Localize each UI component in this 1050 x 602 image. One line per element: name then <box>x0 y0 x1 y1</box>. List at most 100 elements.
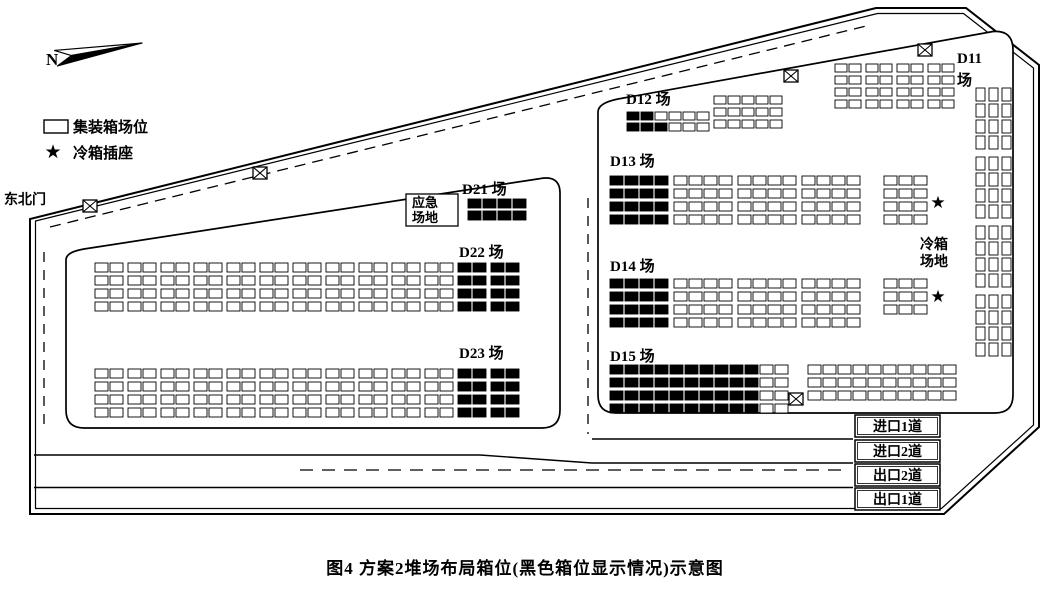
container-slot-empty <box>340 381 355 392</box>
container-slot-occupied <box>609 377 624 388</box>
container-slot-empty <box>816 278 831 289</box>
container-slot-occupied <box>609 278 624 289</box>
container-slot-empty <box>897 377 912 388</box>
container-slot-empty <box>801 304 816 315</box>
container-slot-occupied <box>457 407 472 418</box>
container-slot-empty <box>867 377 882 388</box>
container-slot-occupied <box>609 214 624 225</box>
container-slot-occupied <box>609 188 624 199</box>
container-slot-empty <box>975 204 986 219</box>
container-slot-occupied <box>654 291 669 302</box>
container-slot-empty <box>241 381 256 392</box>
container-slot-empty <box>782 214 797 225</box>
container-slot-occupied <box>624 377 639 388</box>
container-slot-empty <box>175 381 190 392</box>
label-d22: D22 场 <box>459 244 504 261</box>
container-slot-empty <box>988 342 999 357</box>
container-slot-empty <box>142 381 157 392</box>
container-slot-empty <box>852 390 867 401</box>
container-slot-occupied <box>654 201 669 212</box>
container-slot-occupied <box>472 262 487 273</box>
container-slot-empty <box>737 201 752 212</box>
lane-box-inner <box>857 417 938 435</box>
container-slot-empty <box>439 262 454 273</box>
container-slot-empty <box>883 188 898 199</box>
container-slot-empty <box>898 175 913 186</box>
container-slot-empty <box>883 201 898 212</box>
emergency-area-box <box>405 193 459 227</box>
container-slot-empty <box>896 87 910 97</box>
container-slot-empty <box>208 381 223 392</box>
container-slot-empty <box>879 99 893 109</box>
container-slot-empty <box>688 278 703 289</box>
container-slot-occupied <box>744 364 759 375</box>
container-slot-empty <box>424 262 439 273</box>
container-slot-empty <box>406 288 421 299</box>
container-slot-empty <box>358 394 373 405</box>
container-slot-empty <box>865 99 879 109</box>
container-slot-empty <box>816 304 831 315</box>
container-slot-empty <box>883 214 898 225</box>
container-slot-empty <box>193 262 208 273</box>
container-slot-occupied <box>639 188 654 199</box>
container-slot-empty <box>673 278 688 289</box>
container-slot-empty <box>424 394 439 405</box>
container-slot-empty <box>822 377 837 388</box>
container-slot-occupied <box>654 377 669 388</box>
container-slot-empty <box>142 394 157 405</box>
container-slot-empty <box>898 214 913 225</box>
container-slot-empty <box>358 275 373 286</box>
container-slot-empty <box>848 87 862 97</box>
container-slot-empty <box>831 214 846 225</box>
crossed-box-marker-road <box>252 166 268 180</box>
container-slot-occupied <box>714 377 729 388</box>
lane-label: 进口1道 <box>873 418 922 435</box>
container-slot-empty <box>340 407 355 418</box>
container-slot-occupied <box>624 364 639 375</box>
container-slot-empty <box>1001 172 1012 187</box>
container-slot-empty <box>127 301 142 312</box>
container-slot-occupied <box>684 403 699 414</box>
container-slot-empty <box>241 288 256 299</box>
container-slot-empty <box>703 291 718 302</box>
container-slot-empty <box>975 294 986 309</box>
container-slot-empty <box>910 63 924 73</box>
container-slot-empty <box>193 275 208 286</box>
container-slot-occupied <box>639 278 654 289</box>
container-slot-empty <box>226 275 241 286</box>
container-slot-empty <box>406 275 421 286</box>
container-slot-empty <box>127 262 142 273</box>
container-slot-empty <box>406 381 421 392</box>
reefer-socket-star-icon: ★ <box>930 287 945 307</box>
container-slot-empty <box>668 111 682 121</box>
container-slot-occupied <box>699 390 714 401</box>
container-slot-occupied <box>472 275 487 286</box>
container-slot-empty <box>439 301 454 312</box>
container-slot-empty <box>774 403 789 414</box>
container-slot-occupied <box>505 394 520 405</box>
lane-box <box>854 414 941 438</box>
container-slot-empty <box>391 262 406 273</box>
container-slot-empty <box>175 301 190 312</box>
slot-grid-d12-mid <box>713 95 783 129</box>
crossed-box-marker-d12 <box>783 69 799 83</box>
container-slot-empty <box>727 95 741 105</box>
container-slot-occupied <box>609 175 624 186</box>
slot-grid-d12-left <box>626 111 710 132</box>
container-slot-empty <box>703 304 718 315</box>
container-slot-empty <box>912 364 927 375</box>
container-slot-empty <box>782 317 797 328</box>
container-slot-empty <box>816 188 831 199</box>
slot-grid-d14-main <box>609 278 861 328</box>
container-slot-empty <box>782 291 797 302</box>
container-slot-occupied <box>714 390 729 401</box>
container-slot-empty <box>941 99 955 109</box>
container-slot-empty <box>226 301 241 312</box>
container-slot-empty <box>424 381 439 392</box>
container-slot-empty <box>846 175 861 186</box>
container-slot-empty <box>1001 310 1012 325</box>
container-slot-empty <box>1001 188 1012 203</box>
container-slot-empty <box>713 119 727 129</box>
container-slot-empty <box>913 278 928 289</box>
slot-grid-d23 <box>94 368 520 418</box>
